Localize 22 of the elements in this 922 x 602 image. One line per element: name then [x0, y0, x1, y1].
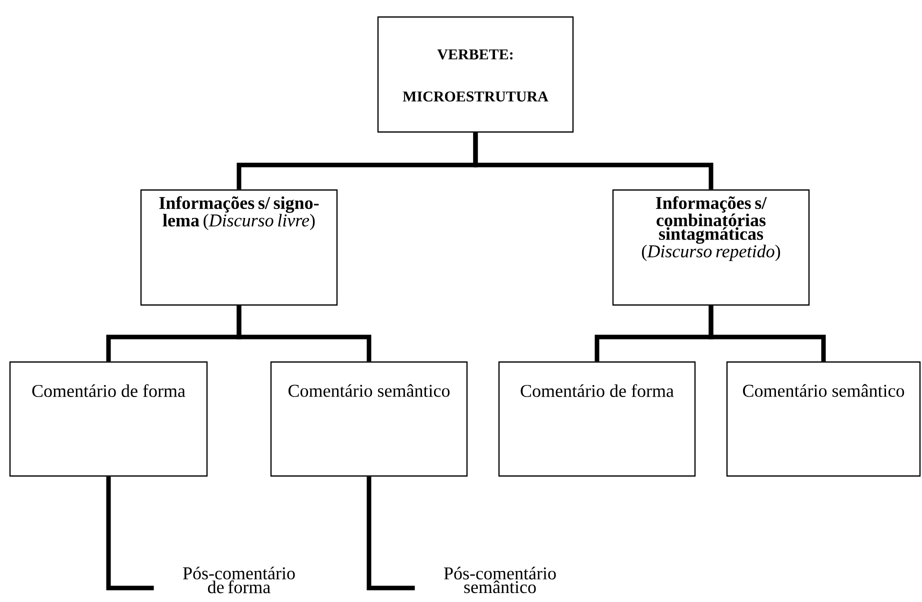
box-heading: VERBETE: — [437, 49, 512, 60]
box — [726, 361, 921, 477]
box-text: Comentário semântico — [288, 384, 450, 397]
connector-line — [473, 132, 714, 190]
box-text: Comentário de forma — [520, 384, 674, 398]
connector-line — [708, 306, 826, 362]
box-heading: MICROESTRUTURA — [402, 91, 548, 102]
box-text: Informações s/ combinatórias sintagmáticas (Discurso repetido) — [642, 196, 780, 262]
box — [140, 189, 338, 306]
text-label: Pós-comentário semântico — [444, 566, 556, 594]
connector-line — [106, 476, 154, 590]
box — [612, 189, 810, 306]
box — [270, 361, 468, 477]
box — [9, 361, 208, 477]
box-text: Comentário semântico — [743, 384, 904, 397]
box — [498, 361, 696, 477]
connector-line — [236, 306, 372, 362]
box-text: Comentário de forma — [32, 384, 186, 398]
connector-line — [366, 476, 415, 590]
box-text: Informações s/ signo-lema (Discurso livre) — [159, 196, 319, 230]
box — [377, 16, 574, 133]
text-label: Pós-comentário de forma — [183, 566, 295, 594]
